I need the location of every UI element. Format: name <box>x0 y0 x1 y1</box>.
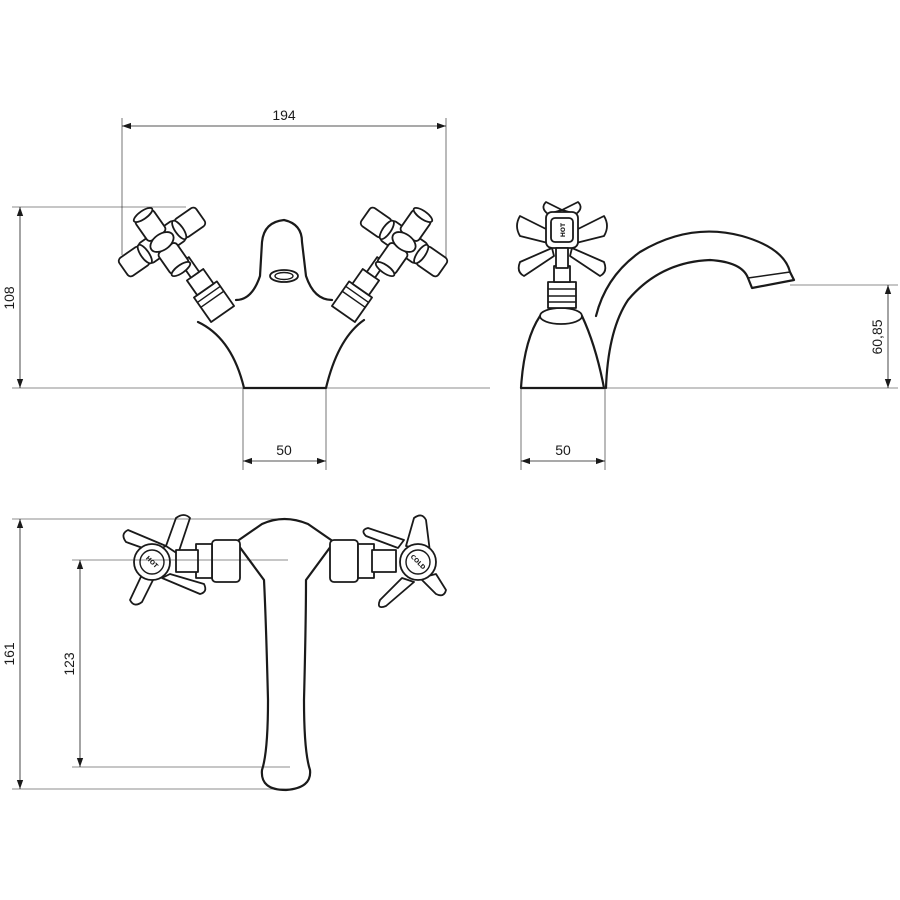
top-lever-body <box>234 517 336 792</box>
side-base-body <box>519 314 606 390</box>
side-view: HOT 60,85 50 <box>516 201 898 470</box>
top-view: HOT COLD 161 123 <box>1 514 447 792</box>
front-view: 194 108 50 <box>1 107 490 470</box>
top-right-handle: COLD <box>362 514 447 609</box>
front-spout-outlet <box>269 269 299 283</box>
front-right-handle <box>358 204 450 280</box>
front-left-handle <box>116 204 208 280</box>
dim-front-height: 108 <box>1 286 17 310</box>
side-handle: HOT <box>516 201 608 277</box>
dim-top-depth: 161 <box>1 642 17 666</box>
dim-front-width: 194 <box>272 107 296 123</box>
dim-front-base: 50 <box>276 442 292 458</box>
side-hot-label: HOT <box>560 222 567 237</box>
dim-side-base: 50 <box>555 442 571 458</box>
top-left-handle: HOT <box>122 514 207 606</box>
front-body-outline <box>196 318 366 390</box>
front-left-valve <box>179 256 235 323</box>
front-right-valve <box>331 256 387 323</box>
side-spout <box>594 230 796 390</box>
dim-side-spout-height: 60,85 <box>869 319 885 354</box>
front-shoulders <box>234 218 334 302</box>
dim-top-handle-reach: 123 <box>61 652 77 676</box>
